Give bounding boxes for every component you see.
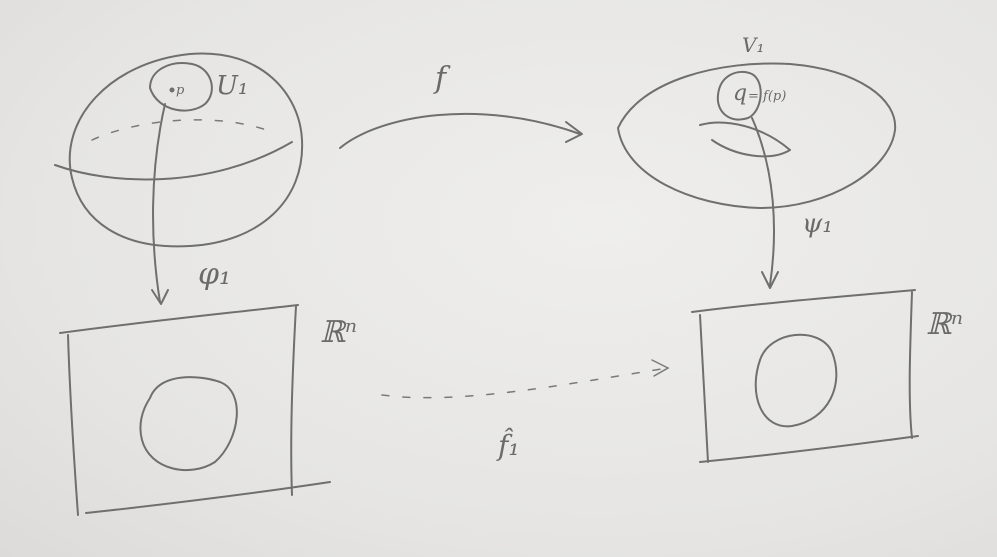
left-sphere xyxy=(54,52,304,248)
arrow-psi xyxy=(751,117,779,289)
arrow-psi-head xyxy=(761,271,779,289)
label-u1: U₁ xyxy=(216,71,248,101)
arrow-psi-line xyxy=(751,117,775,286)
left-sphere-hidden-equator xyxy=(91,119,273,141)
left-rect-left xyxy=(67,334,79,516)
label-fhat1: f̂₁ xyxy=(496,428,520,462)
left-sphere-equator xyxy=(54,141,293,181)
arrow-fhat xyxy=(381,359,670,399)
left-rect-bottom xyxy=(85,481,331,514)
right-ellipse-outline xyxy=(617,62,897,209)
left-rect-top xyxy=(59,304,299,334)
right-ellipse xyxy=(617,62,897,209)
left-rect-right xyxy=(290,305,297,496)
right-nbhd-circle xyxy=(716,70,762,121)
arrow-f-curve xyxy=(339,112,581,149)
arrow-phi xyxy=(151,103,169,305)
right-rect-bottom xyxy=(699,435,919,463)
label-phi1: φ₁ xyxy=(198,257,231,292)
label-f-of-p: = f(p) xyxy=(748,89,786,104)
left-rect xyxy=(59,304,331,516)
arrow-f-head xyxy=(565,121,583,143)
label-rn-left: ℝⁿ xyxy=(320,315,357,350)
arrow-fhat-head xyxy=(651,359,670,377)
label-v1: V₁ xyxy=(742,33,764,57)
left-nbhd-circle xyxy=(149,62,213,112)
left-sphere-outline xyxy=(68,52,304,248)
right-ellipse-inner-curve xyxy=(699,121,791,158)
label-f: f xyxy=(433,61,451,96)
right-rect-right xyxy=(908,291,913,439)
point-p-dot xyxy=(169,87,175,93)
arrow-phi-line xyxy=(152,103,166,303)
label-psi1: ψ₁ xyxy=(802,209,833,239)
right-image-circle xyxy=(754,333,838,428)
label-p: p xyxy=(176,83,185,98)
right-rect-top xyxy=(691,289,916,313)
arrow-f xyxy=(339,112,583,149)
right-rect xyxy=(691,289,919,463)
arrow-fhat-line xyxy=(381,367,669,399)
label-q: q xyxy=(733,81,747,106)
arrow-phi-head xyxy=(151,289,169,305)
left-image-circle xyxy=(139,376,238,472)
label-rn-right: ℝⁿ xyxy=(926,307,963,342)
right-rect-left xyxy=(699,314,709,463)
